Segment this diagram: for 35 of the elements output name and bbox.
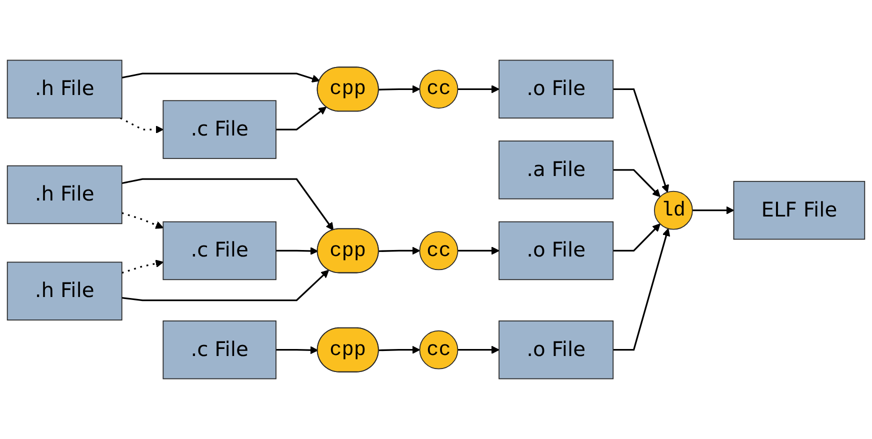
node-box: .o File [498, 221, 614, 280]
arrow [276, 106, 327, 130]
node-circle: cc [419, 231, 458, 270]
node-box: .h File [6, 262, 122, 320]
arrow [122, 260, 164, 274]
arrow [458, 346, 500, 354]
arrow [122, 212, 164, 229]
arrow [613, 169, 660, 198]
arrow [458, 85, 500, 94]
node-box: .a File [498, 140, 614, 200]
arrow [276, 246, 318, 256]
arrow [613, 228, 670, 351]
arrow [122, 72, 320, 82]
node-box: .c File [162, 320, 276, 380]
arrow [276, 346, 318, 354]
arrow [122, 178, 334, 230]
node-circle: cc [419, 70, 458, 109]
arrow [613, 88, 670, 193]
node-box: .o File [498, 320, 614, 380]
node-box: .h File [6, 60, 122, 119]
node-box: .o File [498, 60, 614, 119]
arrow [458, 246, 500, 255]
node-box: .c File [162, 221, 276, 280]
arrow [378, 246, 420, 255]
node-circle: cc [419, 330, 458, 370]
node-circle: ld [654, 190, 693, 230]
arrow [122, 270, 330, 302]
node-box: .h File [6, 165, 122, 224]
arrow [378, 346, 420, 354]
node-box: ELF File [733, 180, 866, 240]
node-box: .c File [162, 100, 276, 159]
arrow [378, 85, 420, 94]
arrow [692, 206, 734, 214]
arrow [613, 224, 660, 252]
arrow [120, 117, 164, 134]
